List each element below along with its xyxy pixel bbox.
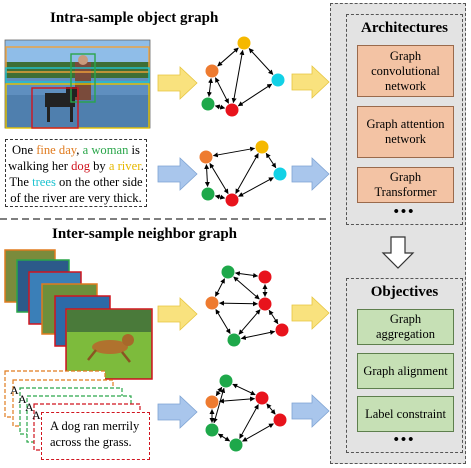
front-card-text: A dog ran merrily across the grass.	[50, 419, 140, 449]
graph-node-orange	[205, 64, 219, 78]
graph-edge	[237, 83, 273, 107]
graph-edge	[214, 278, 226, 297]
bottom-section-title: Inter-sample neighbor graph	[52, 226, 238, 242]
caption-entity-river: a river	[108, 159, 141, 173]
graph-edge	[217, 47, 239, 67]
graph-node-green	[229, 438, 243, 452]
graph-edge	[206, 77, 214, 98]
graph-node-red	[225, 103, 239, 117]
arrow-right-1	[291, 65, 330, 99]
objectives-more: •••	[393, 432, 416, 448]
graph-inter-image	[205, 265, 289, 347]
graph-edge	[231, 49, 245, 104]
objectives-title: Objectives	[370, 284, 439, 300]
architectures-panel: Architectures Graph convolutional networ…	[346, 14, 463, 225]
caption-entity-dog: dog	[71, 159, 90, 173]
architecture-item-transformer: Graph Transformer	[357, 167, 454, 203]
graph-node-cyan	[273, 167, 287, 181]
graph-node-orange	[205, 296, 219, 310]
stack-card-letter: A	[10, 383, 19, 397]
graph-edge	[240, 330, 276, 340]
graph-edge	[232, 383, 256, 396]
graph-node-orange	[199, 150, 213, 164]
graph-node-yellow	[237, 36, 251, 50]
caption-part: is walking her	[8, 143, 140, 173]
graph-node-green	[227, 333, 241, 347]
objective-item-label-constraint: Label constraint	[357, 396, 454, 432]
graph-edge	[233, 276, 260, 300]
graph-edge	[242, 423, 274, 442]
graph-edge	[266, 403, 276, 415]
photo-woman-dog	[4, 39, 151, 129]
graph-node-orange	[205, 395, 219, 409]
graph-node-red	[275, 323, 289, 337]
stack-card-letter: A	[25, 400, 34, 414]
caption-part: ,	[76, 143, 83, 157]
graph-edge	[214, 194, 226, 200]
graph-node-red	[258, 270, 272, 284]
graph-node-green	[201, 187, 215, 201]
graph-edge	[238, 309, 261, 335]
graph-node-green	[219, 374, 233, 388]
graph-edge	[234, 271, 259, 278]
top-section-title: Intra-sample object graph	[50, 10, 219, 26]
graph-edge	[215, 309, 231, 334]
graph-intra-text	[199, 140, 287, 207]
graph-node-red	[273, 413, 287, 427]
objectives-panel: Objectives Graph aggregation Graph align…	[346, 278, 463, 453]
graph-edge	[238, 177, 274, 197]
architecture-item-gat: Graph attention network	[357, 106, 454, 158]
graph-edge	[218, 396, 256, 404]
graph-node-green	[221, 265, 235, 279]
caption-part: on the other side of the river are very …	[10, 175, 143, 205]
graph-node-red	[255, 391, 269, 405]
graph-intra-image	[201, 36, 285, 117]
architectures-title: Architectures	[361, 20, 448, 36]
caption-part: One	[12, 143, 37, 157]
photo-stack	[4, 249, 153, 380]
arrow-left-2	[157, 157, 198, 191]
caption-part: . The	[9, 159, 144, 189]
graph-node-cyan	[271, 73, 285, 87]
stack-card-letter: A	[18, 392, 27, 406]
objective-item-alignment: Graph alignment	[357, 353, 454, 389]
arrow-right-4	[291, 394, 330, 428]
caption-entity-fine-day: fine day	[36, 143, 77, 157]
graph-edge	[204, 163, 210, 188]
graph-node-red	[258, 297, 272, 311]
graph-edge	[215, 386, 223, 397]
caption-entity-trees: trees	[32, 175, 56, 189]
graph-edge	[217, 433, 231, 442]
arrow-left-1	[157, 66, 198, 100]
caption-entity-woman: a woman	[82, 143, 129, 157]
arrow-right-3	[291, 296, 330, 330]
graph-edge	[248, 48, 274, 75]
architecture-item-gcn: Graph convolutional network	[357, 45, 454, 97]
front-text-card: A dog ran merrily across the grass.	[41, 412, 150, 460]
objective-item-aggregation: Graph aggregation	[357, 309, 454, 345]
graph-edge	[214, 104, 226, 110]
graph-node-green	[201, 97, 215, 111]
graph-node-red	[225, 193, 239, 207]
graph-edge	[268, 309, 279, 325]
caption-text-box: One fine day, a woman is walking her dog…	[5, 139, 147, 207]
graph-edge	[214, 77, 230, 104]
arrow-left-3	[157, 297, 198, 331]
caption-part: by	[89, 159, 109, 173]
graph-edge	[212, 387, 226, 424]
graph-inter-text	[205, 374, 287, 452]
graph-edge	[212, 146, 256, 158]
arrow-down	[381, 236, 415, 269]
graph-edge	[265, 152, 277, 169]
arrow-left-4	[157, 395, 198, 429]
arrow-right-2	[291, 157, 330, 191]
graph-node-green	[205, 423, 219, 437]
stack-card-letter: A	[32, 408, 41, 422]
architectures-more: •••	[393, 204, 416, 220]
graph-edge	[209, 162, 229, 195]
graph-edge	[218, 300, 259, 307]
graph-node-yellow	[255, 140, 269, 154]
